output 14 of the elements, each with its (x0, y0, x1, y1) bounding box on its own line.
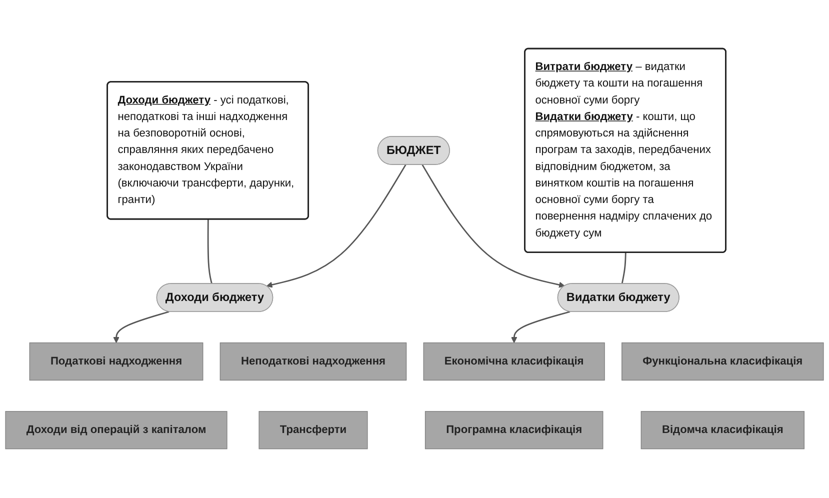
connector (621, 252, 626, 284)
node-box: Доходи від операцій з капіталом (5, 411, 228, 450)
node-box: Програмна класифікація (424, 411, 604, 450)
node-box: Трансферти (258, 411, 368, 450)
arrow (422, 164, 565, 288)
node-box: Відомча класифікація (640, 411, 804, 450)
arrow (113, 311, 170, 344)
node-box: Неподаткові надходження (220, 342, 407, 381)
connector (207, 220, 212, 284)
arrow (511, 311, 570, 344)
arrow (266, 164, 406, 288)
node-box: Економічна класифікація (423, 342, 605, 381)
node-box: Податкові надходження (29, 342, 204, 381)
node-box: Функціональна класифікація (622, 342, 824, 381)
